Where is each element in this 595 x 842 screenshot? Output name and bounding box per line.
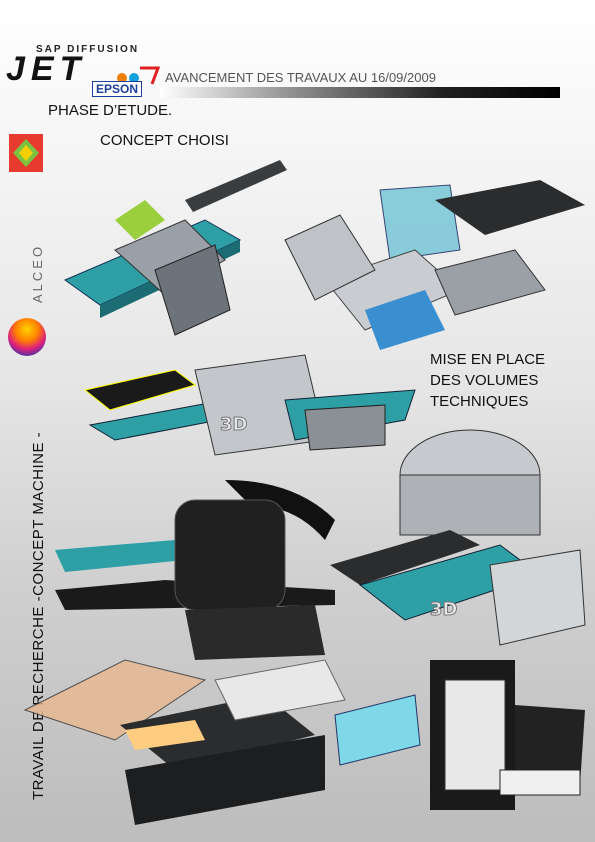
color-sphere-icon: [8, 318, 46, 356]
machine-render-7: [334, 660, 585, 810]
machine-render-4: 3D: [330, 429, 586, 646]
alceo-vertical-label: ALCEO: [30, 243, 45, 303]
logo-subtitle: SAP DIFFUSION: [36, 44, 140, 55]
machine-render-3: 3D: [83, 354, 416, 456]
concept-label: CONCEPT CHOISI: [100, 132, 229, 149]
volumes-label: MISE EN PLACE DES VOLUMES TECHNIQUES: [430, 349, 590, 412]
volumes-label-line: DES VOLUMES: [430, 372, 539, 389]
alceo-logo-icon: [9, 134, 43, 172]
logo-main-text: JET: [6, 50, 87, 88]
machine-render-5: [55, 480, 335, 660]
badge-3d-label: 3D: [220, 414, 247, 435]
volumes-label-line: MISE EN PLACE: [430, 351, 546, 368]
badge-3d-label: 3D: [430, 599, 457, 620]
logo-swirl-icon: [117, 66, 160, 85]
epson-logo: EPSON: [92, 81, 143, 97]
header-gradient-bar: [160, 87, 560, 98]
machine-render-6: [23, 659, 346, 825]
machine-render-2: [284, 180, 585, 350]
header-title: AVANCEMENT DES TRAVAUX AU 16/09/2009: [165, 70, 436, 85]
volumes-label-line: TECHNIQUES: [430, 393, 529, 410]
jet-logo: SAP DIFFUSION JET EPSON: [4, 44, 160, 104]
phase-title: PHASE D’ETUDE.: [48, 102, 173, 119]
machine-render-1: [63, 160, 287, 336]
